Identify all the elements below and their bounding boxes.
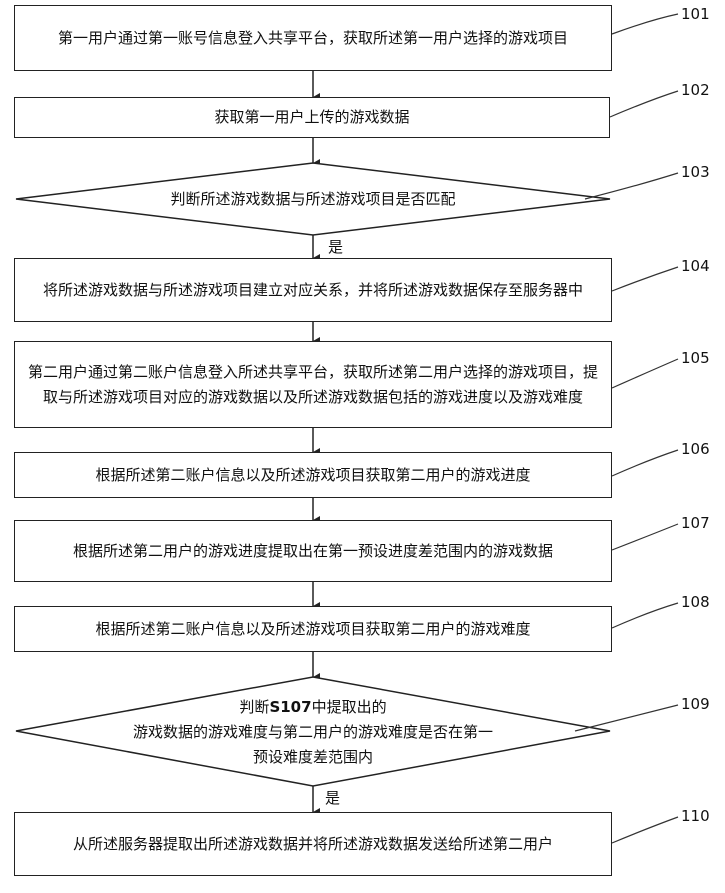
leader-103 <box>584 172 679 200</box>
step-109-line3: 预设难度差范围内 <box>252 747 373 766</box>
leader-106 <box>611 449 679 477</box>
step-number-106: 106 <box>681 440 710 458</box>
step-number-110: 110 <box>681 807 710 825</box>
step-101-box: 第一用户通过第一账号信息登入共享平台，获取所述第一用户选择的游戏项目 <box>14 5 612 71</box>
step-107-text: 根据所述第二用户的游戏进度提取出在第一预设进度差范围内的游戏数据 <box>72 541 553 560</box>
step-109-line1-b: 中提取出的 <box>311 697 387 716</box>
leader-102 <box>609 90 679 118</box>
step-109-line1-code: S107 <box>269 697 312 716</box>
step-number-105: 105 <box>681 349 710 367</box>
step-109-line1: 判断S107中提取出的 <box>239 695 386 720</box>
step-108-text: 根据所述第二账户信息以及所述游戏项目获取第二用户的游戏难度 <box>95 619 531 638</box>
step-number-107: 107 <box>681 514 710 532</box>
step-number-104: 104 <box>681 257 710 275</box>
step-109-text-wrap: 判断S107中提取出的 游戏数据的游戏难度与第二用户的游戏难度是否在第一 预设难… <box>60 692 566 772</box>
step-101-text: 第一用户通过第一账号信息登入共享平台，获取所述第一用户选择的游戏项目 <box>57 28 568 47</box>
step-number-109: 109 <box>681 695 710 713</box>
step-number-102: 102 <box>681 81 710 99</box>
step-106-box: 根据所述第二账户信息以及所述游戏项目获取第二用户的游戏进度 <box>14 452 612 498</box>
step-104-box: 将所述游戏数据与所述游戏项目建立对应关系，并将所述游戏数据保存至服务器中 <box>14 258 612 322</box>
leader-104 <box>611 266 679 292</box>
step-105-text: 第二用户通过第二账户信息登入所述共享平台，获取所述第二用户选择的游戏项目，提取与… <box>27 362 598 406</box>
step-number-103: 103 <box>681 163 710 181</box>
leader-107 <box>611 523 679 551</box>
step-number-101: 101 <box>681 5 710 23</box>
leader-105 <box>611 358 679 389</box>
leader-110 <box>611 816 679 844</box>
step-108-box: 根据所述第二账户信息以及所述游戏项目获取第二用户的游戏难度 <box>14 606 612 652</box>
step-102-text: 获取第一用户上传的游戏数据 <box>214 108 410 126</box>
step-number-108: 108 <box>681 593 710 611</box>
leader-101 <box>611 13 679 35</box>
decision-diamond-103 <box>15 162 611 236</box>
step-107-box: 根据所述第二用户的游戏进度提取出在第一预设进度差范围内的游戏数据 <box>14 520 612 582</box>
yes-label-103: 是 <box>328 238 344 256</box>
step-105-box: 第二用户通过第二账户信息登入所述共享平台，获取所述第二用户选择的游戏项目，提取与… <box>14 341 612 428</box>
step-109-line2: 游戏数据的游戏难度与第二用户的游戏难度是否在第一 <box>132 722 493 741</box>
leader-109 <box>574 704 679 732</box>
step-103-text-wrap: 判断所述游戏数据与所述游戏项目是否匹配 <box>80 187 546 212</box>
yes-label-109: 是 <box>325 789 341 807</box>
step-104-text: 将所述游戏数据与所述游戏项目建立对应关系，并将所述游戏数据保存至服务器中 <box>42 280 583 299</box>
leader-108 <box>611 602 679 629</box>
step-110-text: 从所述服务器提取出所述游戏数据并将所述游戏数据发送给所述第二用户 <box>72 834 553 853</box>
decision-diamond-109 <box>15 676 611 787</box>
step-103-text: 判断所述游戏数据与所述游戏项目是否匹配 <box>170 190 456 208</box>
step-102-box: 获取第一用户上传的游戏数据 <box>14 97 610 138</box>
step-106-text: 根据所述第二账户信息以及所述游戏项目获取第二用户的游戏进度 <box>95 465 531 484</box>
step-110-box: 从所述服务器提取出所述游戏数据并将所述游戏数据发送给所述第二用户 <box>14 812 612 876</box>
step-109-line1-a: 判断 <box>239 697 270 716</box>
